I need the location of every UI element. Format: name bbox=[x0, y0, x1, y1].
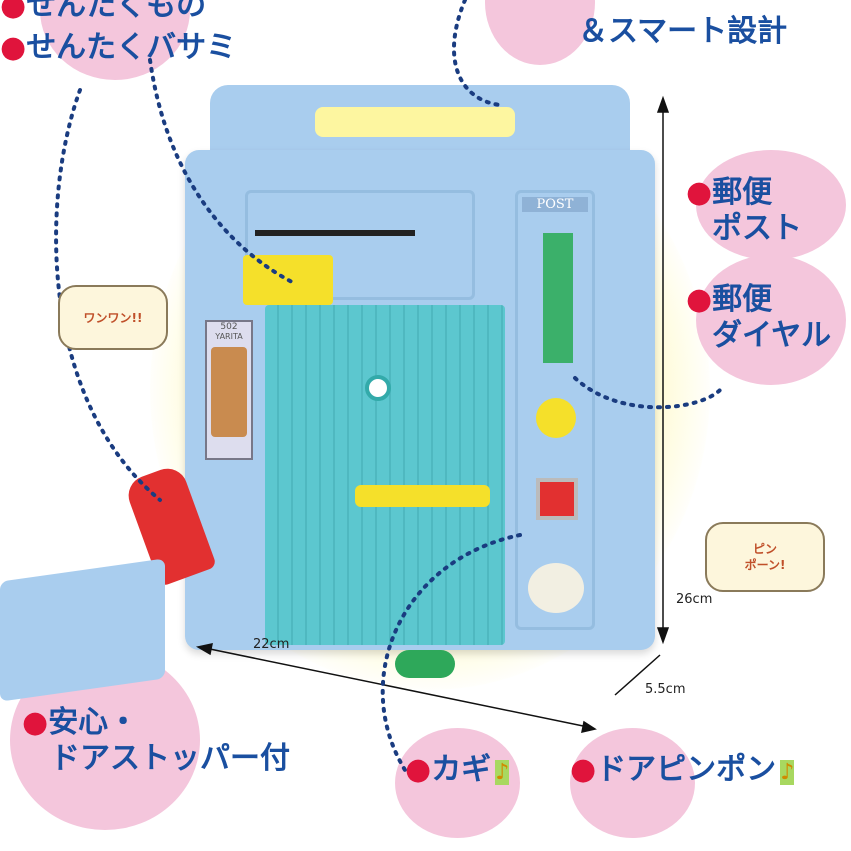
depth-dimension: 5.5cm bbox=[645, 682, 686, 697]
height-dimension: 26cm bbox=[676, 592, 713, 607]
resident-name: YARITA bbox=[215, 332, 243, 341]
label-smart-design: ＆スマート設計 bbox=[578, 14, 788, 49]
bubble-text: ピン ポーン! bbox=[744, 542, 786, 572]
post-dial[interactable] bbox=[536, 398, 576, 438]
room-number: 502 bbox=[220, 322, 238, 332]
dog-speech-bubble: ワンワン!! bbox=[58, 285, 168, 350]
label-circle bbox=[570, 728, 695, 838]
bubble-text: ワンワン!! bbox=[83, 310, 143, 325]
label-circle bbox=[696, 255, 846, 385]
door-handle[interactable] bbox=[355, 485, 490, 507]
toy-door[interactable] bbox=[265, 305, 505, 645]
post-sign: POST bbox=[522, 197, 588, 212]
label-post: ●郵便ポスト bbox=[686, 175, 802, 246]
dog-picture bbox=[211, 347, 247, 437]
nameplate: 502 YARITA bbox=[205, 320, 253, 460]
post-panel: POST bbox=[515, 190, 595, 630]
bell-speech-bubble: ピン ポーン! bbox=[705, 522, 825, 592]
toy-key[interactable] bbox=[395, 650, 455, 678]
mail-letter[interactable] bbox=[543, 233, 573, 363]
doorbell-button[interactable] bbox=[536, 478, 578, 520]
label-doorbell: ●ドアピンポン♪ bbox=[570, 752, 795, 787]
label-door-stopper: ●安心・ドアストッパー付 bbox=[22, 705, 290, 776]
toy-body: 502 YARITA POST bbox=[185, 150, 655, 650]
width-dimension: 22cm bbox=[253, 637, 290, 652]
laundry-rail bbox=[255, 230, 415, 236]
label-laundry: ●せんたくもの bbox=[0, 0, 207, 23]
door-lock[interactable] bbox=[528, 563, 584, 613]
label-dial: ●郵便ダイヤル bbox=[686, 282, 832, 353]
label-clothespin: ●せんたくバサミ bbox=[0, 30, 237, 65]
label-key: ●カギ♪ bbox=[405, 752, 510, 787]
label-circle bbox=[696, 150, 846, 260]
